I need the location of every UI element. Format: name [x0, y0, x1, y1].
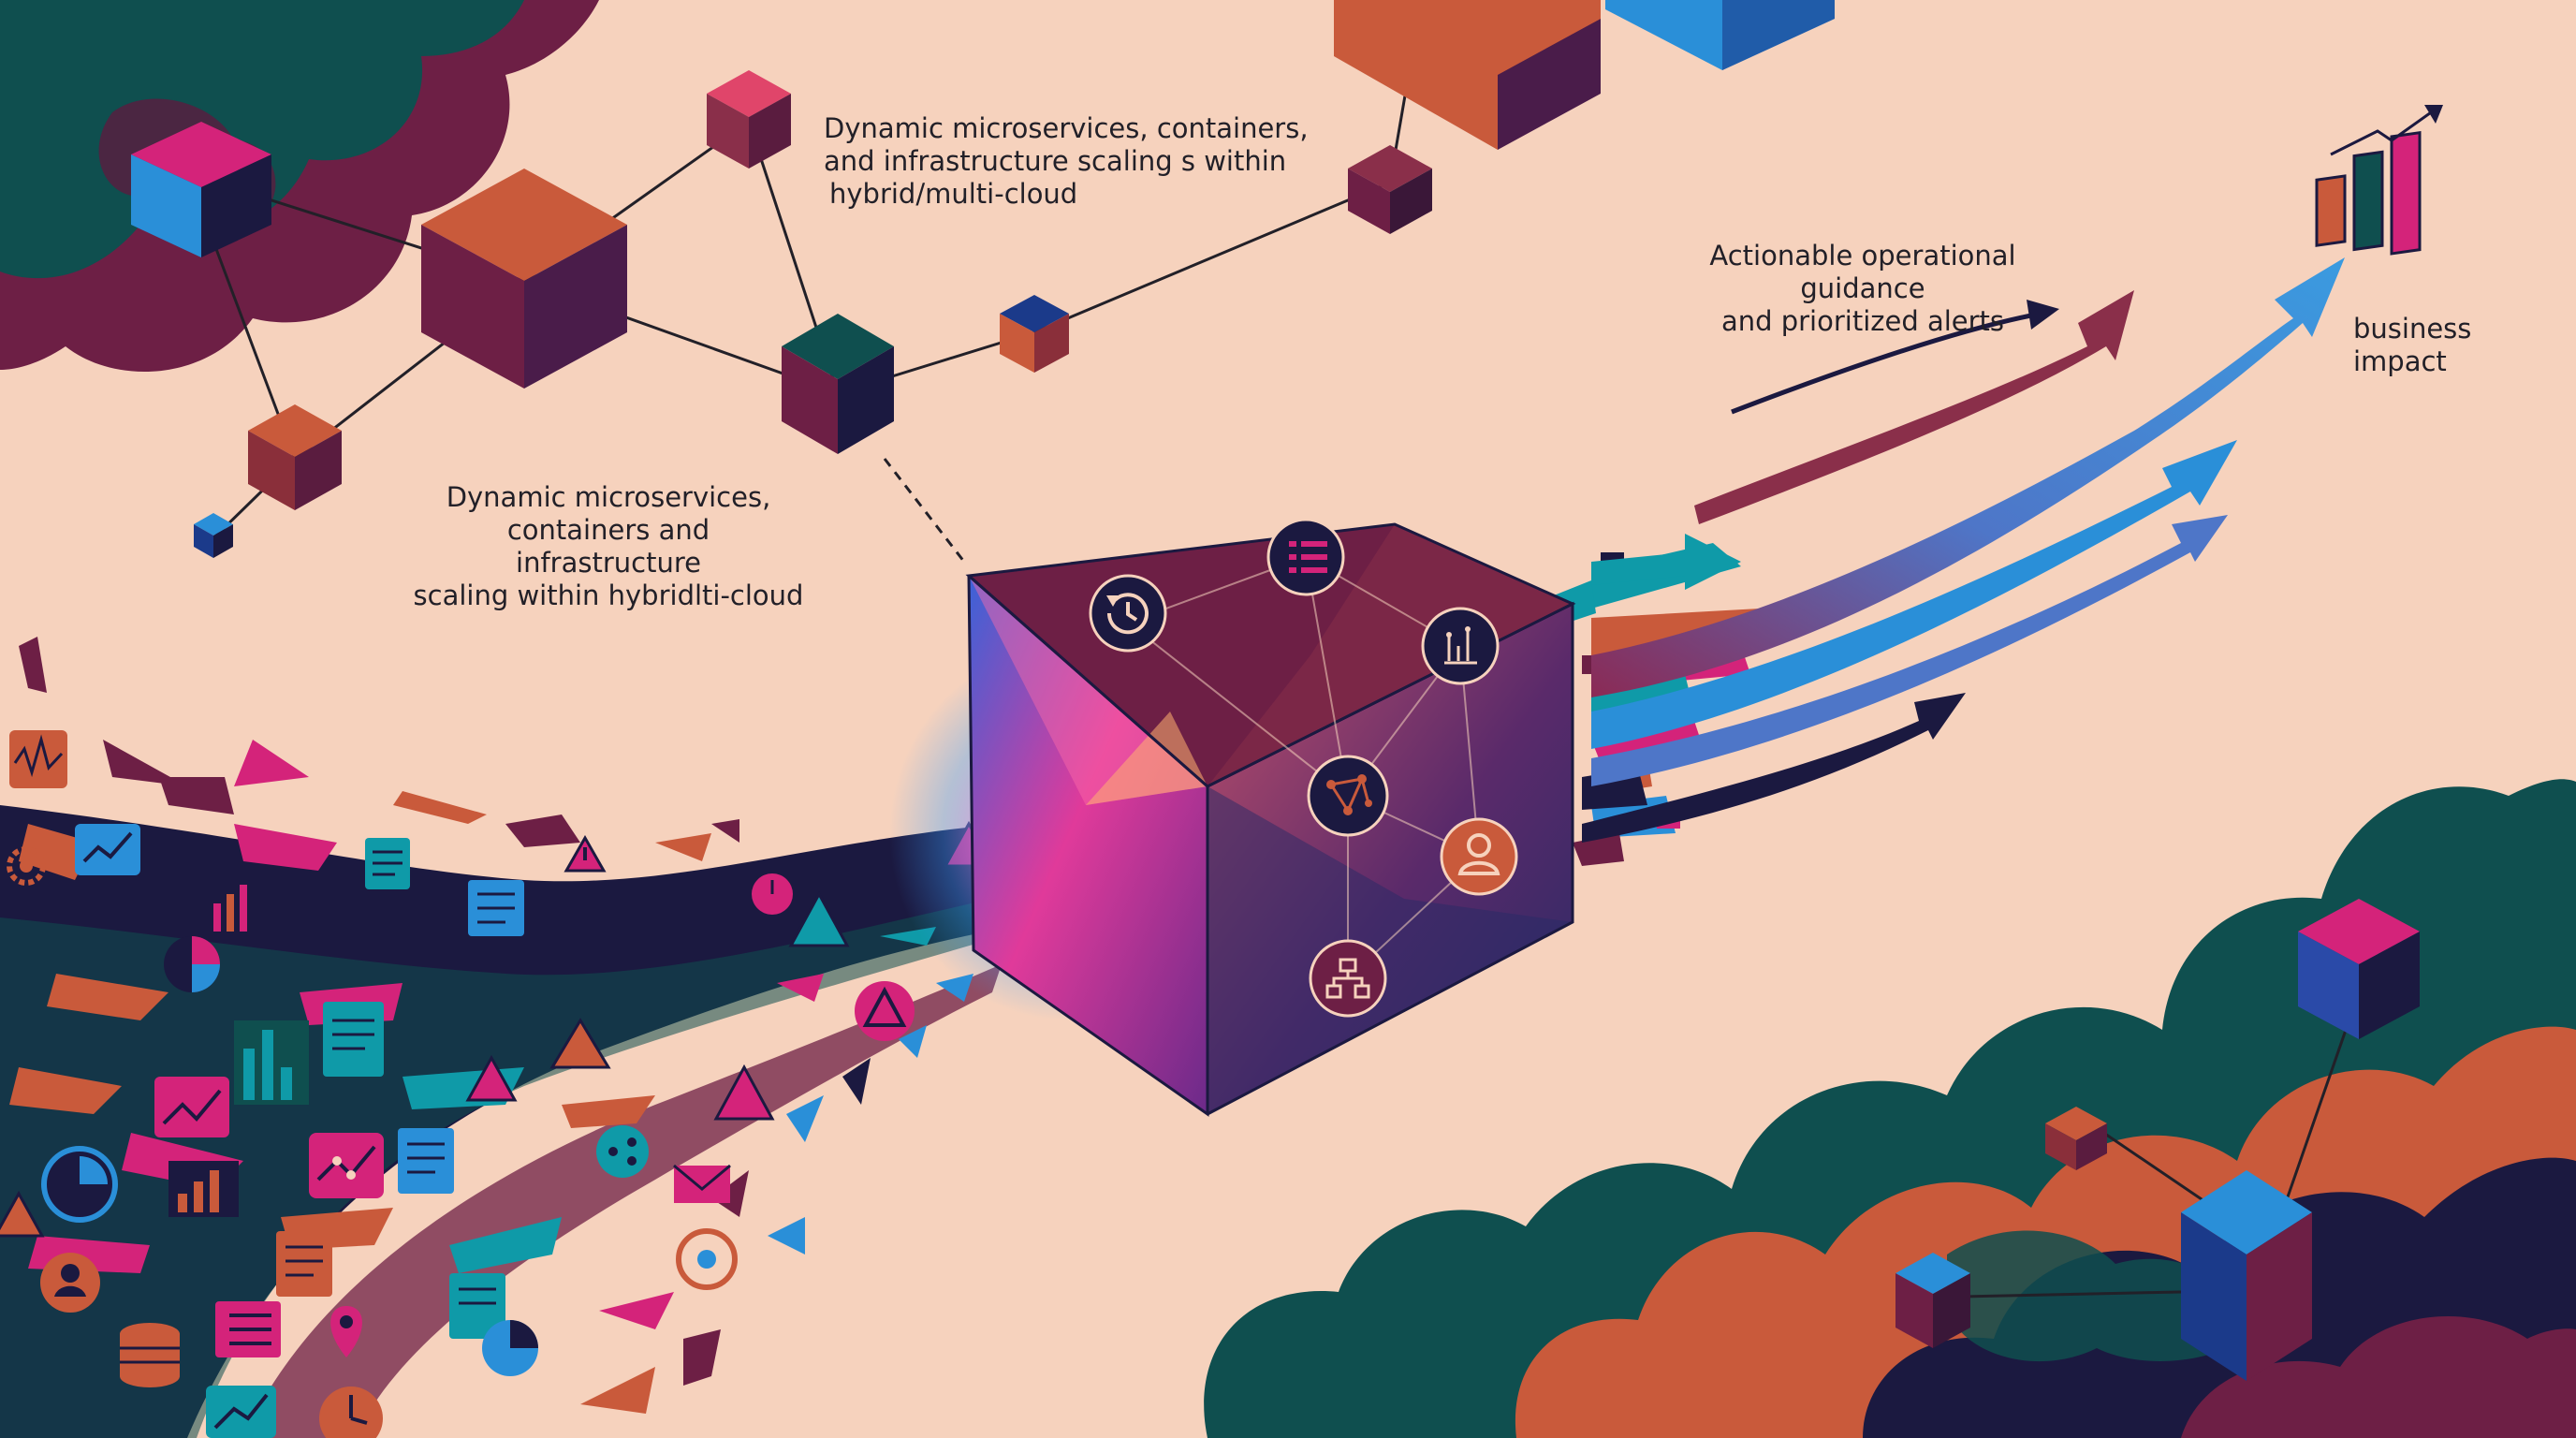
cube-magenta-bottom [2298, 899, 2420, 1039]
arrow-plum [1694, 290, 2134, 524]
clock-icon [41, 1146, 118, 1223]
warning-icon [788, 890, 850, 947]
line-chart-icon [206, 1386, 276, 1438]
arrow-navy [1582, 693, 1966, 843]
label-line: Dynamic microservices, [446, 481, 771, 513]
settings-icon [7, 846, 46, 886]
document-icon [468, 880, 524, 936]
label-line: hybrid/multi-cloud [829, 178, 1078, 210]
label-business-impact: business impact [2353, 313, 2494, 378]
cube-small-orange-bottom [2045, 1107, 2107, 1170]
arrow-teal-small [1591, 534, 1741, 590]
label-microservices-middle: Dynamic microservices, containers and in… [412, 481, 805, 612]
cube-dark-teal [782, 314, 894, 454]
line-chart-icon [75, 824, 140, 875]
business-impact-chart-icon [2315, 105, 2443, 256]
warning-icon [564, 834, 607, 873]
cube-orange-center [421, 169, 627, 389]
document-icon [323, 1002, 384, 1077]
cube-magenta-large [131, 122, 271, 257]
warning-icon [855, 981, 915, 1041]
line-chart-icon [9, 730, 67, 788]
clock-icon [319, 1387, 383, 1438]
label-guidance: Actionable operational guidance and prio… [1657, 240, 2069, 338]
location-pin-icon [676, 1228, 738, 1290]
impact-arrow-blue [1591, 257, 2345, 786]
label-line: impact [2353, 345, 2447, 377]
pie-chart-icon [482, 1320, 538, 1376]
label-microservices-top: Dynamic microservices, containers, and i… [824, 112, 1310, 211]
label-line: and prioritized alerts [1720, 305, 2005, 337]
pie-chart-icon [164, 936, 220, 992]
label-line: Dynamic microservices, containers, [824, 112, 1309, 144]
warning-icon [549, 1018, 611, 1069]
warning-icon [0, 1190, 45, 1238]
cube-large-top-orange [1334, 0, 1601, 150]
line-chart-icon [309, 1133, 384, 1198]
cube-small-blue-orange [1000, 295, 1069, 373]
cube-tiny-blue [194, 513, 233, 558]
cube-small-orange-left [248, 404, 342, 510]
cube-large-blue-bottom [2181, 1170, 2312, 1381]
user-icon [40, 1253, 100, 1313]
document-icon [365, 838, 410, 889]
share-icon [596, 1125, 649, 1178]
label-line: business [2353, 313, 2472, 345]
line-chart-icon [154, 1077, 229, 1137]
label-line: and infrastructure scaling s within [824, 145, 1287, 177]
warning-icon [713, 1064, 775, 1121]
cube-large-top-blue [1605, 0, 1835, 70]
history-icon [1089, 574, 1167, 653]
bar-chart-icon [168, 1161, 239, 1217]
arrow-guidance-black [1731, 300, 2059, 415]
label-line: containers and infrastructure [506, 514, 710, 579]
analytics-icon [1421, 607, 1500, 685]
data-stream-shards [9, 637, 973, 1414]
label-line: scaling within hybridlti-cloud [413, 580, 804, 611]
cube-top-small-red [707, 70, 791, 169]
cube-small-blue-bottom [1895, 1253, 1970, 1348]
hierarchy-icon [1309, 939, 1387, 1018]
warning-icon [465, 1054, 518, 1102]
cube-plum-right [1348, 145, 1432, 234]
list-icon [1266, 518, 1345, 596]
document-icon [449, 1273, 505, 1339]
clock-icon [752, 873, 793, 915]
database-icon [120, 1323, 180, 1387]
document-icon [398, 1128, 454, 1194]
label-line: Actionable operational guidance [1709, 240, 2016, 304]
bar-chart-icon [206, 880, 262, 936]
network-icon [1307, 755, 1389, 837]
location-pin-icon [330, 1306, 362, 1357]
bar-chart-icon [234, 1020, 309, 1105]
document-icon [276, 1231, 332, 1297]
user-icon [1440, 817, 1518, 896]
mail-icon [673, 1164, 731, 1203]
list-icon [215, 1301, 281, 1357]
